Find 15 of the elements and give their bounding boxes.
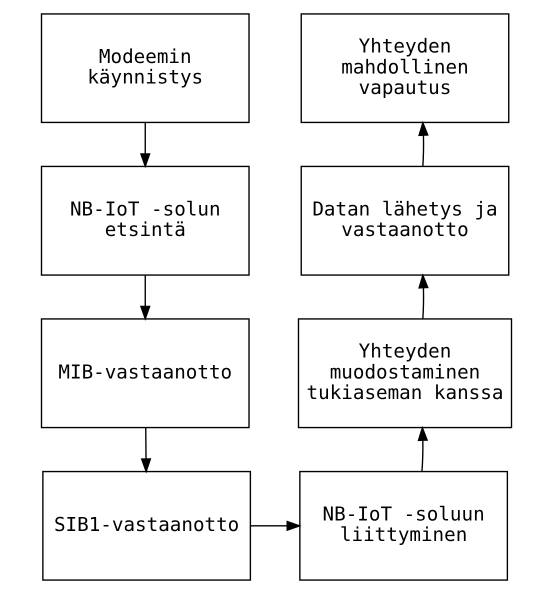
node-box: Modeemin käynnistys <box>40 13 250 124</box>
arrow <box>418 120 429 166</box>
arrow <box>140 428 152 474</box>
node-box: Yhteyden muodostaminen tukiaseman kanssa <box>298 318 512 428</box>
arrow <box>250 520 302 532</box>
arrow <box>418 426 428 472</box>
node-box: NB-IoT -solun etsintä <box>40 166 250 276</box>
node-box: MIB-vastaanotto <box>40 318 250 428</box>
node-box: NB-IoT -soluun liittyminen <box>299 470 508 581</box>
node-box: Datan lähetys ja vastaanotto <box>300 166 510 276</box>
arrow <box>418 273 429 319</box>
node-box: Yhteyden mahdollinen vapautus <box>300 13 510 124</box>
node-box: SIB1-vastaanotto <box>42 470 252 581</box>
arrow <box>140 275 151 321</box>
arrow <box>140 122 151 168</box>
